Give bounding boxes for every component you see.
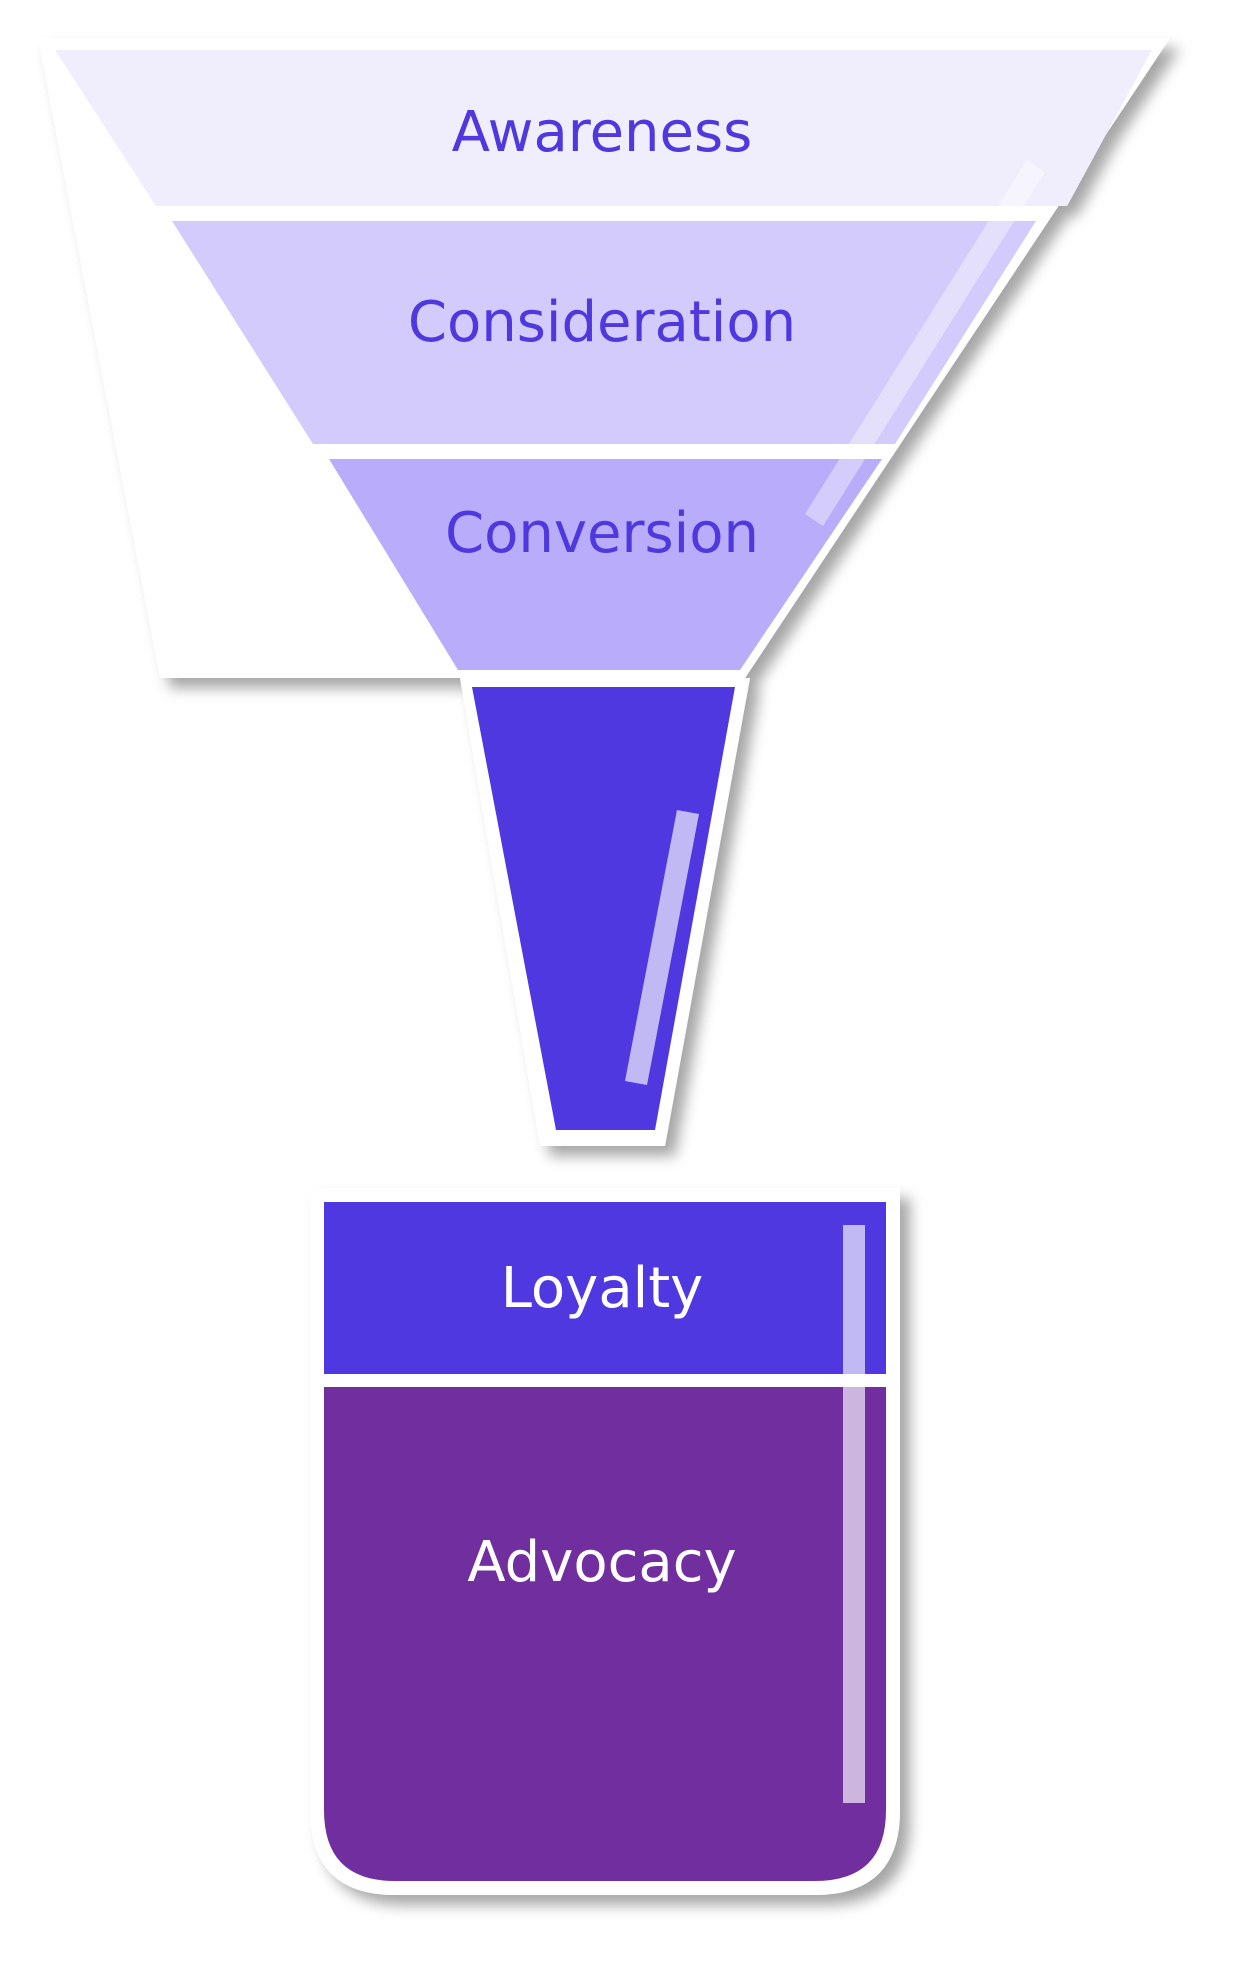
- funnel-highlight: [805, 160, 1045, 526]
- consideration-label: Consideration: [408, 290, 796, 355]
- loyalty-label: Loyalty: [501, 1256, 704, 1321]
- loyalty-band: [324, 1202, 886, 1374]
- funnel-body: [38, 38, 1170, 1146]
- spout-highlight: [625, 810, 699, 1085]
- awareness-label: Awareness: [452, 100, 753, 165]
- advocacy-label: Advocacy: [467, 1530, 736, 1595]
- advocacy-band: [324, 1387, 886, 1881]
- container-highlight: [843, 1225, 865, 1803]
- awareness-band: [55, 50, 1152, 206]
- container: [310, 1188, 900, 1895]
- funnel-spout: [472, 687, 735, 1130]
- consideration-band: [172, 221, 1036, 444]
- conversion-band: [329, 459, 882, 670]
- conversion-label: Conversion: [445, 501, 759, 566]
